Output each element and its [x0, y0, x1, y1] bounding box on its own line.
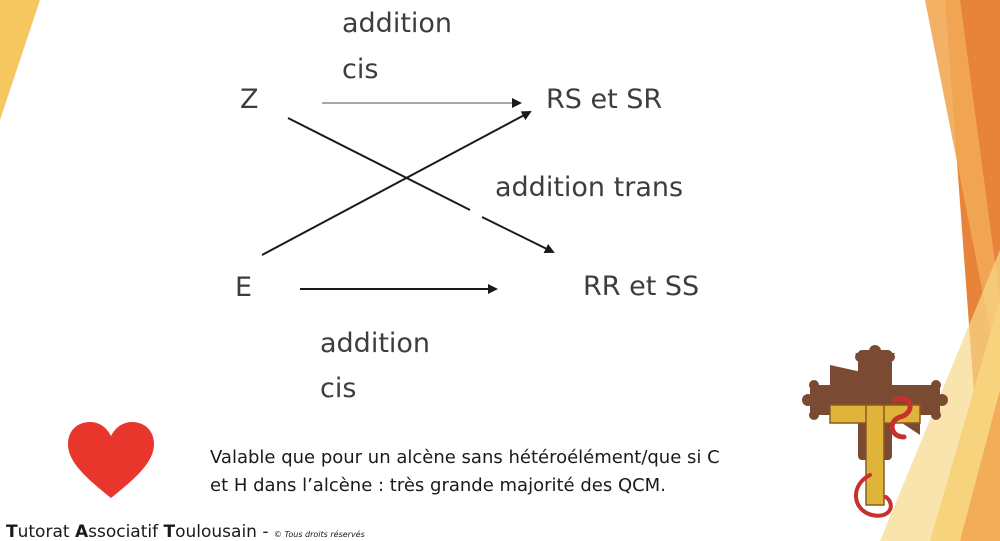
rr-ss-label: RR et SS [583, 271, 700, 302]
note-line-1: Valable que pour un alcène sans hétéroél… [210, 447, 720, 468]
rs-sr-label: RS et SR [546, 84, 663, 115]
footer-t-rest: utorat [17, 522, 75, 541]
heart-icon [68, 422, 154, 498]
footer-credit: Tutorat Associatif Toulousain - © Tous d… [6, 524, 365, 541]
footer-tl-rest: oulousain - [175, 522, 274, 541]
bottom-addition-label: addition [320, 328, 431, 359]
e-label: E [235, 272, 253, 303]
footer-copyright: © Tous droits réservés [273, 530, 365, 539]
top-cis-label: cis [342, 54, 379, 85]
top-addition-label: addition [342, 8, 453, 39]
arrow-e-to-rs [261, 111, 532, 256]
arrow-z-to-rr-end [481, 216, 555, 253]
footer-t-initial: T [6, 522, 18, 541]
bottom-cis-label: cis [320, 373, 357, 404]
addition-trans-label: addition trans [495, 172, 684, 203]
tutorat-logo [802, 345, 948, 518]
footer-a-rest: ssociatif [88, 522, 164, 541]
note-line-2: et H dans l’alcène : très grande majorit… [210, 475, 666, 496]
footer-tl-initial: T [163, 522, 176, 541]
z-label: Z [240, 84, 259, 115]
note-text: Valable que pour un alcène sans hétéroél… [210, 444, 810, 500]
arrow-z-to-rr [287, 117, 471, 211]
footer-a-initial: A [74, 522, 89, 541]
